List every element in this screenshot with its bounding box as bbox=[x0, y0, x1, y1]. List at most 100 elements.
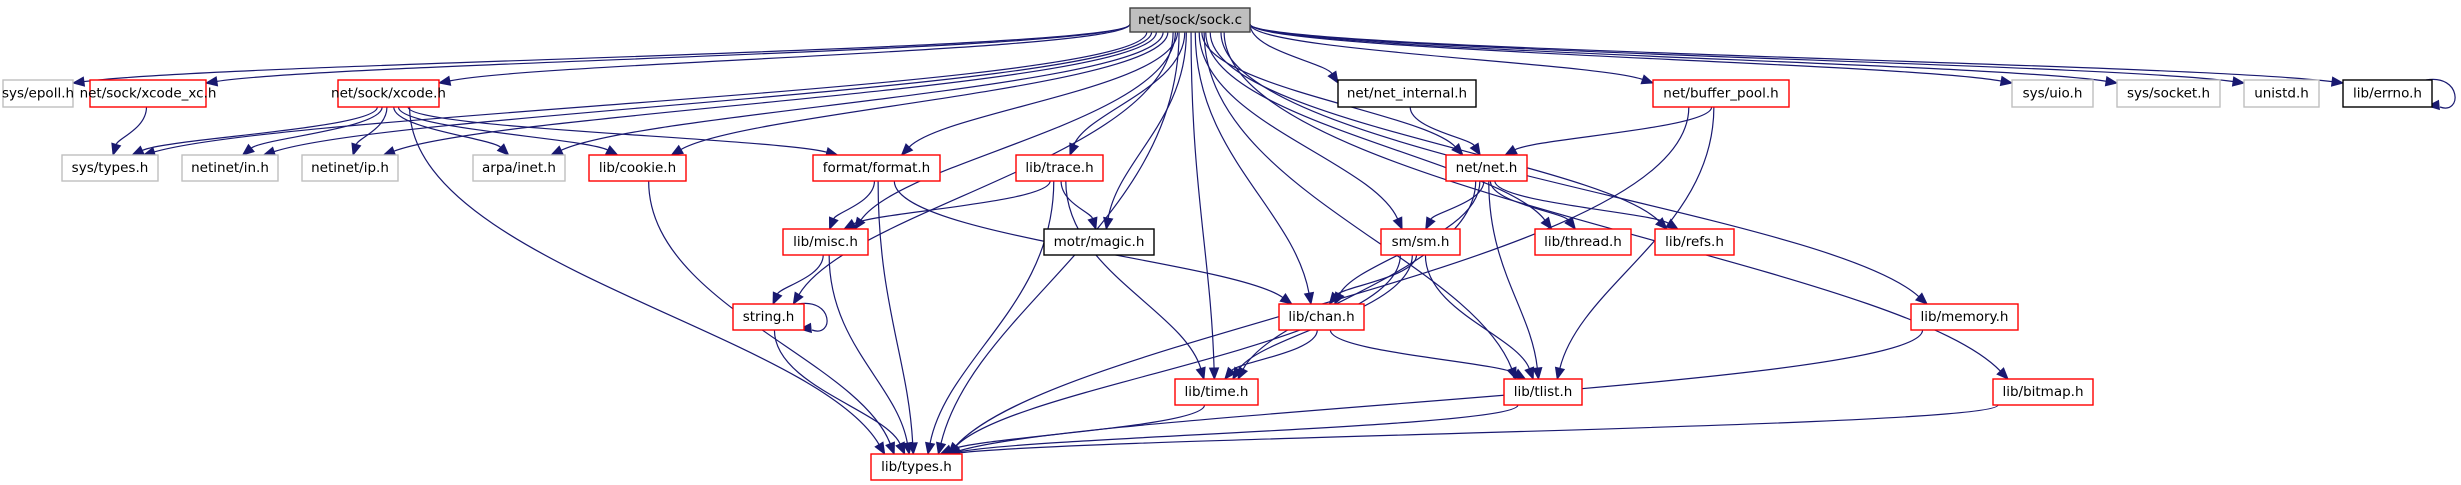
arrowhead-icon bbox=[1224, 366, 1237, 381]
node-label: sys/types.h bbox=[72, 160, 149, 176]
node-box bbox=[1654, 228, 1735, 256]
edge-line bbox=[1494, 180, 1669, 224]
node-unistd[interactable]: unistd.h bbox=[2243, 79, 2320, 108]
arrowhead-icon bbox=[1540, 216, 1553, 231]
arrowhead-icon bbox=[1303, 291, 1315, 306]
edge-sock_c-to-sys_uio bbox=[1249, 23, 2014, 87]
edge-line bbox=[1489, 180, 1570, 221]
edge-xcode-to-arpa_inet bbox=[393, 106, 510, 156]
node-sm[interactable]: sm/sm.h bbox=[1380, 228, 1461, 256]
edge-line bbox=[1335, 254, 1418, 296]
node-cookie[interactable]: lib/cookie.h bbox=[588, 154, 687, 182]
arrowhead-icon bbox=[1996, 367, 2009, 380]
node-arpa-inet[interactable]: arpa/inet.h bbox=[472, 154, 566, 182]
arrowhead-icon bbox=[604, 145, 619, 156]
arrowhead-icon bbox=[828, 216, 839, 231]
edge-line bbox=[1242, 180, 1477, 370]
node-label: net/net_internal.h bbox=[1347, 86, 1467, 102]
edge-sock_c-to-netinet_ip bbox=[382, 31, 1157, 156]
node-netinet-ip[interactable]: netinet/ip.h bbox=[301, 154, 399, 182]
edge-line bbox=[1231, 329, 1318, 371]
edge-net-to-thread bbox=[1489, 180, 1577, 231]
edge-net-to-refs bbox=[1494, 180, 1679, 230]
arrowhead-icon bbox=[874, 441, 886, 456]
edge-bitmap-to-types bbox=[947, 404, 1999, 458]
edge-line bbox=[154, 31, 1148, 153]
node-net[interactable]: net/net.h bbox=[1445, 154, 1528, 182]
node-xcode[interactable]: net/sock/xcode.h bbox=[331, 79, 446, 108]
arrowhead-icon bbox=[1279, 293, 1293, 305]
node-magic[interactable]: motr/magic.h bbox=[1043, 228, 1155, 256]
arrowhead-icon bbox=[1103, 216, 1114, 231]
arrowhead-icon bbox=[351, 142, 362, 157]
edge-line bbox=[1249, 23, 1643, 81]
node-sys-socket[interactable]: sys/socket.h bbox=[2116, 79, 2221, 108]
edge-string-to-string bbox=[797, 302, 828, 334]
node-thread[interactable]: lib/thread.h bbox=[1534, 228, 1632, 256]
edge-sock_c-to-format bbox=[900, 31, 1179, 156]
node-box bbox=[1534, 228, 1632, 256]
edge-sock_c-to-errno bbox=[1249, 23, 2345, 87]
node-chan[interactable]: lib/chan.h bbox=[1278, 303, 1365, 331]
node-sys-epoll[interactable]: sys/epoll.h bbox=[2, 79, 74, 108]
node-types[interactable]: lib/types.h bbox=[870, 453, 963, 481]
node-box bbox=[1380, 228, 1461, 256]
node-string[interactable]: string.h bbox=[732, 303, 805, 331]
node-box bbox=[2116, 79, 2221, 108]
edge-line bbox=[142, 106, 378, 151]
edge-line bbox=[1559, 106, 1715, 369]
edge-line bbox=[1249, 23, 2333, 83]
edge-line bbox=[1249, 23, 2107, 82]
node-netinet-in[interactable]: netinet/in.h bbox=[181, 154, 279, 182]
edge-line bbox=[1107, 31, 1187, 219]
arrowhead-icon bbox=[772, 291, 783, 306]
node-label: net/sock/sock.c bbox=[1138, 12, 1242, 28]
node-box bbox=[337, 79, 440, 108]
arrowhead-icon bbox=[496, 143, 510, 156]
node-bitmap[interactable]: lib/bitmap.h bbox=[1992, 378, 2094, 406]
node-label: lib/thread.h bbox=[1544, 234, 1622, 250]
edge-line bbox=[798, 31, 1174, 295]
arrowhead-icon bbox=[382, 146, 397, 156]
edge-line bbox=[1065, 180, 1202, 369]
node-trace[interactable]: lib/trace.h bbox=[1015, 154, 1104, 182]
edge-line bbox=[959, 404, 1999, 454]
node-box bbox=[732, 303, 805, 331]
node-box bbox=[782, 228, 869, 256]
node-sys-types[interactable]: sys/types.h bbox=[61, 154, 159, 182]
edge-line bbox=[955, 106, 1690, 447]
arrowhead-icon bbox=[1208, 367, 1220, 381]
edge-line bbox=[860, 31, 1177, 221]
node-buffer-pool[interactable]: net/buffer_pool.h bbox=[1652, 79, 1790, 108]
node-label: lib/errno.h bbox=[2353, 86, 2422, 102]
edge-sock_c-to-thread bbox=[1205, 31, 1553, 231]
node-refs[interactable]: lib/refs.h bbox=[1654, 228, 1735, 256]
node-format[interactable]: format/format.h bbox=[812, 154, 941, 182]
node-box bbox=[812, 154, 941, 182]
node-label: lib/refs.h bbox=[1665, 234, 1724, 250]
node-label: sys/epoll.h bbox=[2, 86, 74, 102]
edge-line bbox=[853, 180, 1051, 225]
node-box bbox=[1129, 7, 1251, 33]
node-sys-uio[interactable]: sys/uio.h bbox=[2011, 79, 2094, 108]
edge-line bbox=[1430, 180, 1485, 220]
arrowhead-icon bbox=[900, 143, 914, 156]
edge-trace-to-magic bbox=[1060, 180, 1098, 231]
edge-xcode_xc-to-sys_types bbox=[111, 106, 148, 157]
edge-line bbox=[1249, 23, 2002, 82]
node-time[interactable]: lib/time.h bbox=[1174, 378, 1259, 406]
node-tlist[interactable]: lib/tlist.h bbox=[1503, 378, 1583, 406]
node-memory[interactable]: lib/memory.h bbox=[1910, 303, 2019, 331]
arrowhead-icon bbox=[1640, 74, 1655, 85]
edge-line bbox=[1424, 254, 1530, 369]
arrowhead-icon bbox=[1195, 366, 1206, 381]
node-xcode-xc[interactable]: net/sock/xcode_xc.h bbox=[80, 79, 217, 108]
arrowhead-icon bbox=[1512, 368, 1527, 380]
arrowhead-icon bbox=[936, 441, 947, 456]
node-errno[interactable]: lib/errno.h bbox=[2342, 79, 2433, 108]
edge-net-to-time bbox=[1237, 180, 1477, 381]
edge-xcode-to-netinet_ip bbox=[351, 106, 388, 157]
node-misc[interactable]: lib/misc.h bbox=[782, 228, 869, 256]
node-net-internal[interactable]: net/net_internal.h bbox=[1337, 79, 1477, 108]
node-box bbox=[870, 453, 963, 481]
